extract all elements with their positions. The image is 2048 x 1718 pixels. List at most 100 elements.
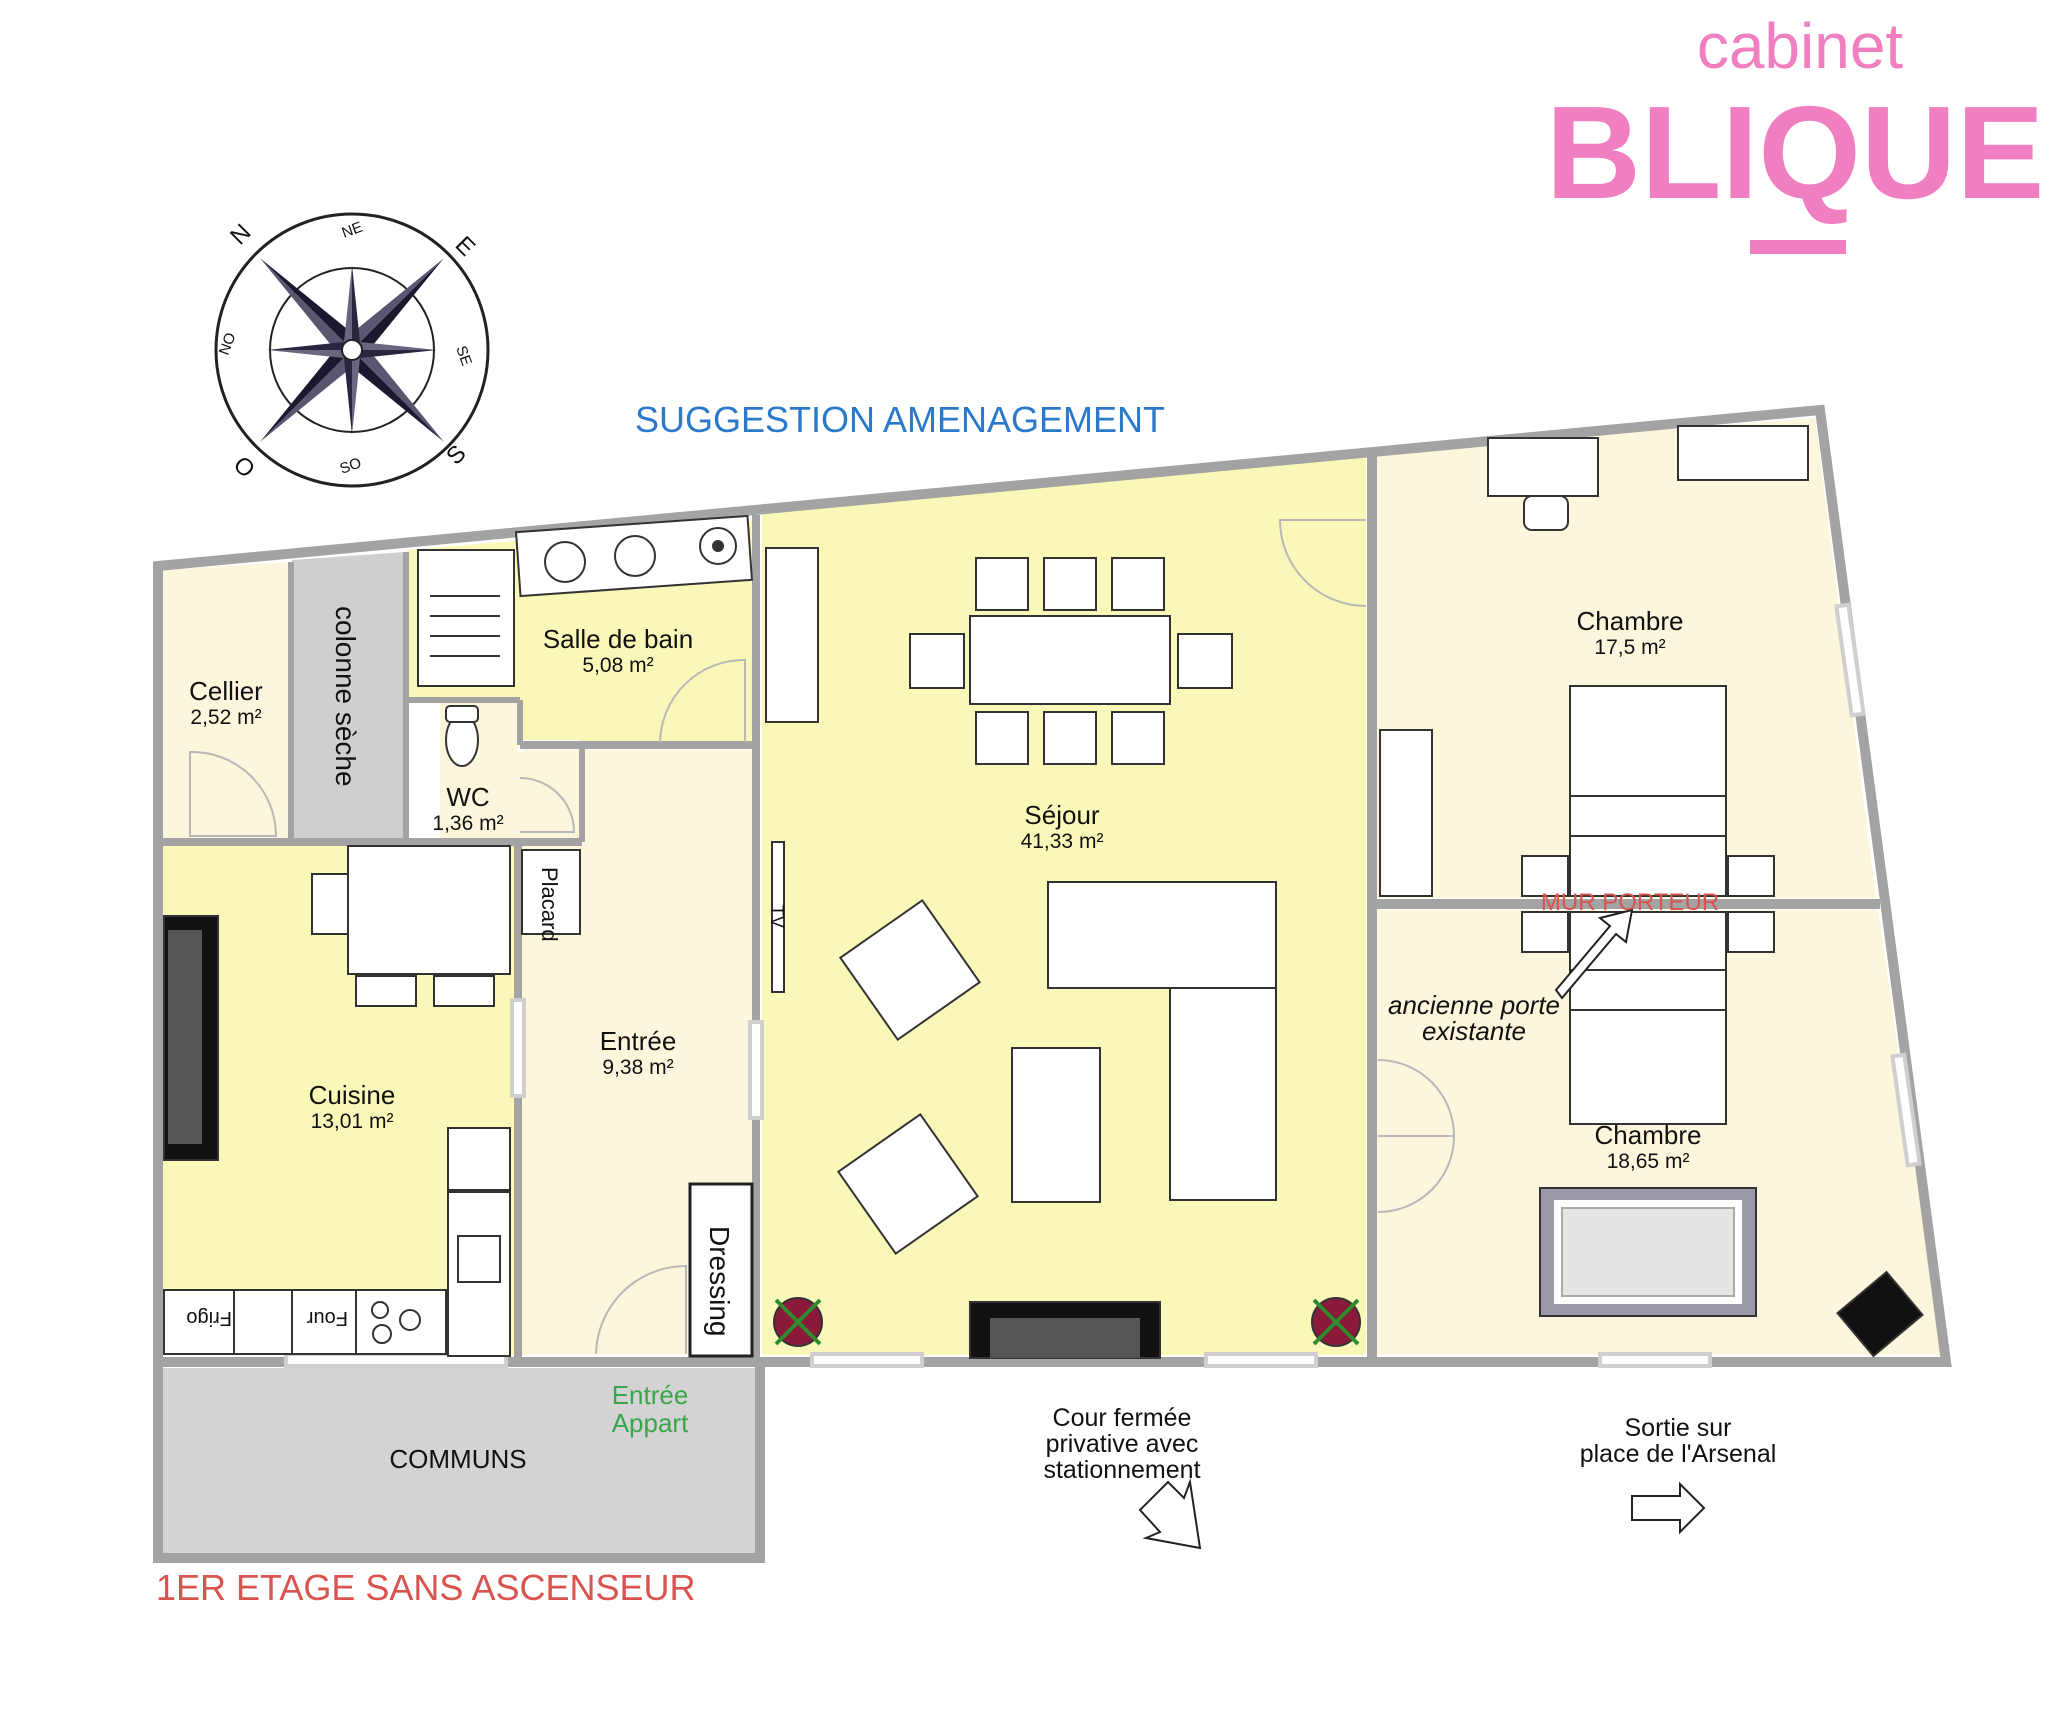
compass-so: SO: [338, 454, 364, 477]
room-colonne-seche: [292, 552, 405, 838]
entree-appart-label: Entrée: [612, 1380, 689, 1410]
four-label: Four: [307, 1307, 348, 1329]
room-labels: Cellier 2,52 m² colonne sèche Salle de b…: [189, 606, 1701, 1474]
room-area: 18,65 m²: [1607, 1150, 1690, 1173]
compass-ne: NE: [340, 219, 365, 242]
annotations: MUR PORTEUR ancienne porte existante Ent…: [612, 889, 1777, 1484]
bathroom-fixtures: [417, 514, 754, 767]
floor-note: 1ER ETAGE SANS ASCENSEUR: [156, 1567, 696, 1608]
cooktop: [355, 1289, 447, 1355]
window-chambre-1: [1834, 602, 1866, 718]
sink-icon-2: [614, 535, 656, 577]
ancienne-porte-label-2: existante: [1422, 1016, 1526, 1046]
nightstand: [1727, 911, 1775, 953]
room-chambre-2: [1376, 910, 1942, 1355]
walls: [153, 404, 1952, 1563]
chair-icon: [311, 873, 349, 935]
outer-wall: [153, 404, 1952, 1367]
page-title: SUGGESTION AMENAGEMENT: [635, 399, 1165, 440]
room-chambre-1: [1376, 418, 1876, 898]
room-name: Séjour: [1024, 800, 1099, 830]
bedroom-2-furniture: [1521, 911, 1924, 1358]
dining-table: [969, 615, 1171, 705]
chair-icon: [433, 975, 495, 1007]
room-area: 41,33 m²: [1021, 830, 1104, 853]
window-entree: [510, 998, 526, 1098]
arrows: [1138, 908, 1706, 1550]
compass-n: N: [225, 219, 256, 250]
room-name: WC: [446, 782, 489, 812]
chair-icon: [1111, 557, 1165, 611]
entree-appart-label-2: Appart: [612, 1408, 689, 1438]
chair-icon: [1043, 557, 1097, 611]
room-name: COMMUNS: [389, 1444, 526, 1474]
glass-cabinet: [447, 1127, 511, 1191]
chair-icon: [909, 633, 965, 689]
sideboard: [765, 547, 819, 723]
room-area: 5,08 m²: [582, 654, 653, 677]
bed-1: [1569, 685, 1727, 897]
chair-icon: [975, 557, 1029, 611]
ancienne-porte-label: ancienne porte: [1388, 990, 1560, 1020]
tv-label: TV: [767, 905, 787, 928]
door-entree: [595, 1264, 687, 1355]
doors: [189, 519, 1456, 1355]
cour-label-3: stationnement: [1043, 1456, 1200, 1484]
room-name: Entrée: [600, 1026, 677, 1056]
room-name: colonne sèche: [330, 606, 361, 787]
arrow-icon-cour: [1138, 1478, 1202, 1550]
armchair-icon: [838, 898, 982, 1042]
room-area: 17,5 m²: [1594, 636, 1665, 659]
nightstand: [1521, 911, 1569, 953]
door-sejour-chambre: [1278, 519, 1367, 607]
chair-icon: [1177, 633, 1233, 689]
brand-underline: [1750, 240, 1846, 254]
sortie-label-2: place de l'Arsenal: [1580, 1440, 1777, 1468]
door-double-bottom: [1377, 1135, 1456, 1213]
brand-line1: cabinet: [1697, 10, 1904, 82]
door-salle-de-bain: [659, 658, 746, 743]
bedroom-1-furniture: [1379, 425, 1809, 897]
placard-cabinet: [521, 849, 581, 935]
brand-logo: cabinet BLIQUE: [1546, 10, 2044, 254]
compass-o: O: [228, 451, 260, 483]
room-name: Cellier: [189, 676, 263, 706]
compass-rose-icon: N NE E SE S SO O NO: [214, 212, 490, 488]
window-chambre-2: [1598, 1352, 1712, 1368]
bed-2: [1569, 911, 1727, 1125]
room-name: Cuisine: [309, 1080, 396, 1110]
nightstand: [1521, 855, 1569, 897]
compass-s: S: [441, 440, 471, 470]
chair-icon: [1523, 495, 1569, 531]
arrow-icon-sortie: [1631, 1481, 1706, 1535]
room-area: 2,52 m²: [190, 706, 261, 729]
sortie-label: Sortie sur: [1625, 1414, 1732, 1442]
counter: [233, 1289, 293, 1355]
dresser: [1677, 425, 1809, 481]
sofa-side: [1169, 987, 1277, 1201]
room-name: Chambre: [1577, 606, 1684, 636]
dressing-label: Dressing: [704, 1226, 735, 1336]
tv-stand: [771, 841, 785, 993]
sink-icon-1: [544, 541, 586, 583]
dressing-cabinet: [688, 1182, 754, 1358]
room-communs: [160, 1368, 756, 1554]
chair-icon: [1111, 711, 1165, 765]
armchair-icon: [836, 1112, 980, 1256]
fridge: [163, 1289, 235, 1355]
cour-label: Cour fermée: [1053, 1404, 1192, 1432]
window-sejour-2: [1204, 1352, 1318, 1368]
wardrobe: [1379, 729, 1433, 897]
chair-icon: [355, 975, 417, 1007]
mur-porteur-label: MUR PORTEUR: [1541, 889, 1719, 916]
door-double-top: [1377, 1059, 1456, 1137]
compass-no: NO: [216, 330, 240, 357]
kitchen-table: [347, 845, 511, 975]
sofa-top: [1047, 881, 1277, 989]
room-area: 1,36 m²: [432, 812, 503, 835]
nightstand: [1727, 855, 1775, 897]
desk: [1487, 437, 1599, 497]
door-wc: [519, 777, 576, 833]
room-area: 9,38 m²: [602, 1056, 673, 1079]
